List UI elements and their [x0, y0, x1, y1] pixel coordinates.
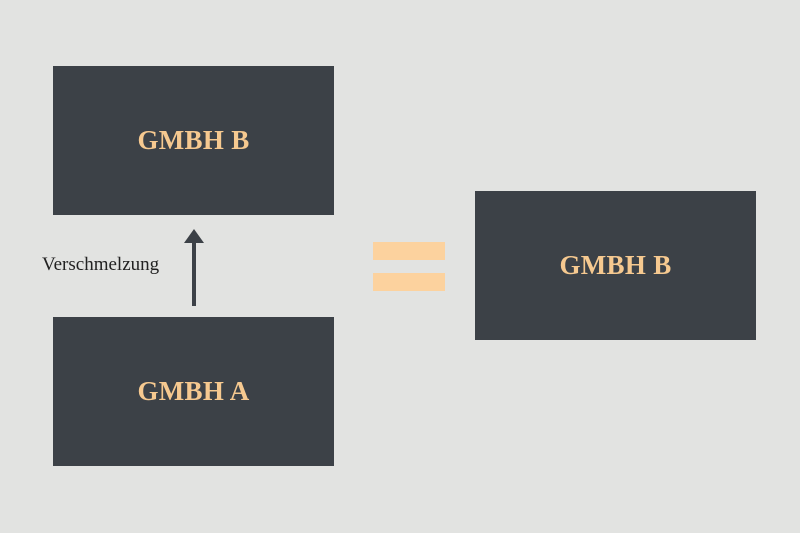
box-gmbh-a: GMBH A	[53, 317, 334, 466]
box-gmbh-b-result: GMBH B	[475, 191, 756, 340]
arrow-shaft	[192, 240, 196, 306]
arrow-label: Verschmelzung	[42, 254, 160, 275]
box-gmbh-b-source: GMBH B	[53, 66, 334, 215]
equals-bar-bottom	[373, 273, 445, 291]
arrow-head	[184, 229, 204, 243]
equals-bar-top	[373, 242, 445, 260]
box-label: GMBH B	[559, 250, 672, 280]
box-label: GMBH A	[137, 376, 250, 406]
box-label: GMBH B	[137, 125, 250, 155]
